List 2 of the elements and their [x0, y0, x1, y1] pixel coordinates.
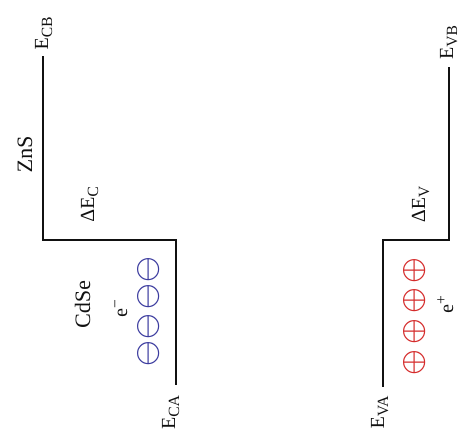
material-label: ZnS [14, 136, 36, 172]
material-label: CdSe [72, 280, 94, 328]
